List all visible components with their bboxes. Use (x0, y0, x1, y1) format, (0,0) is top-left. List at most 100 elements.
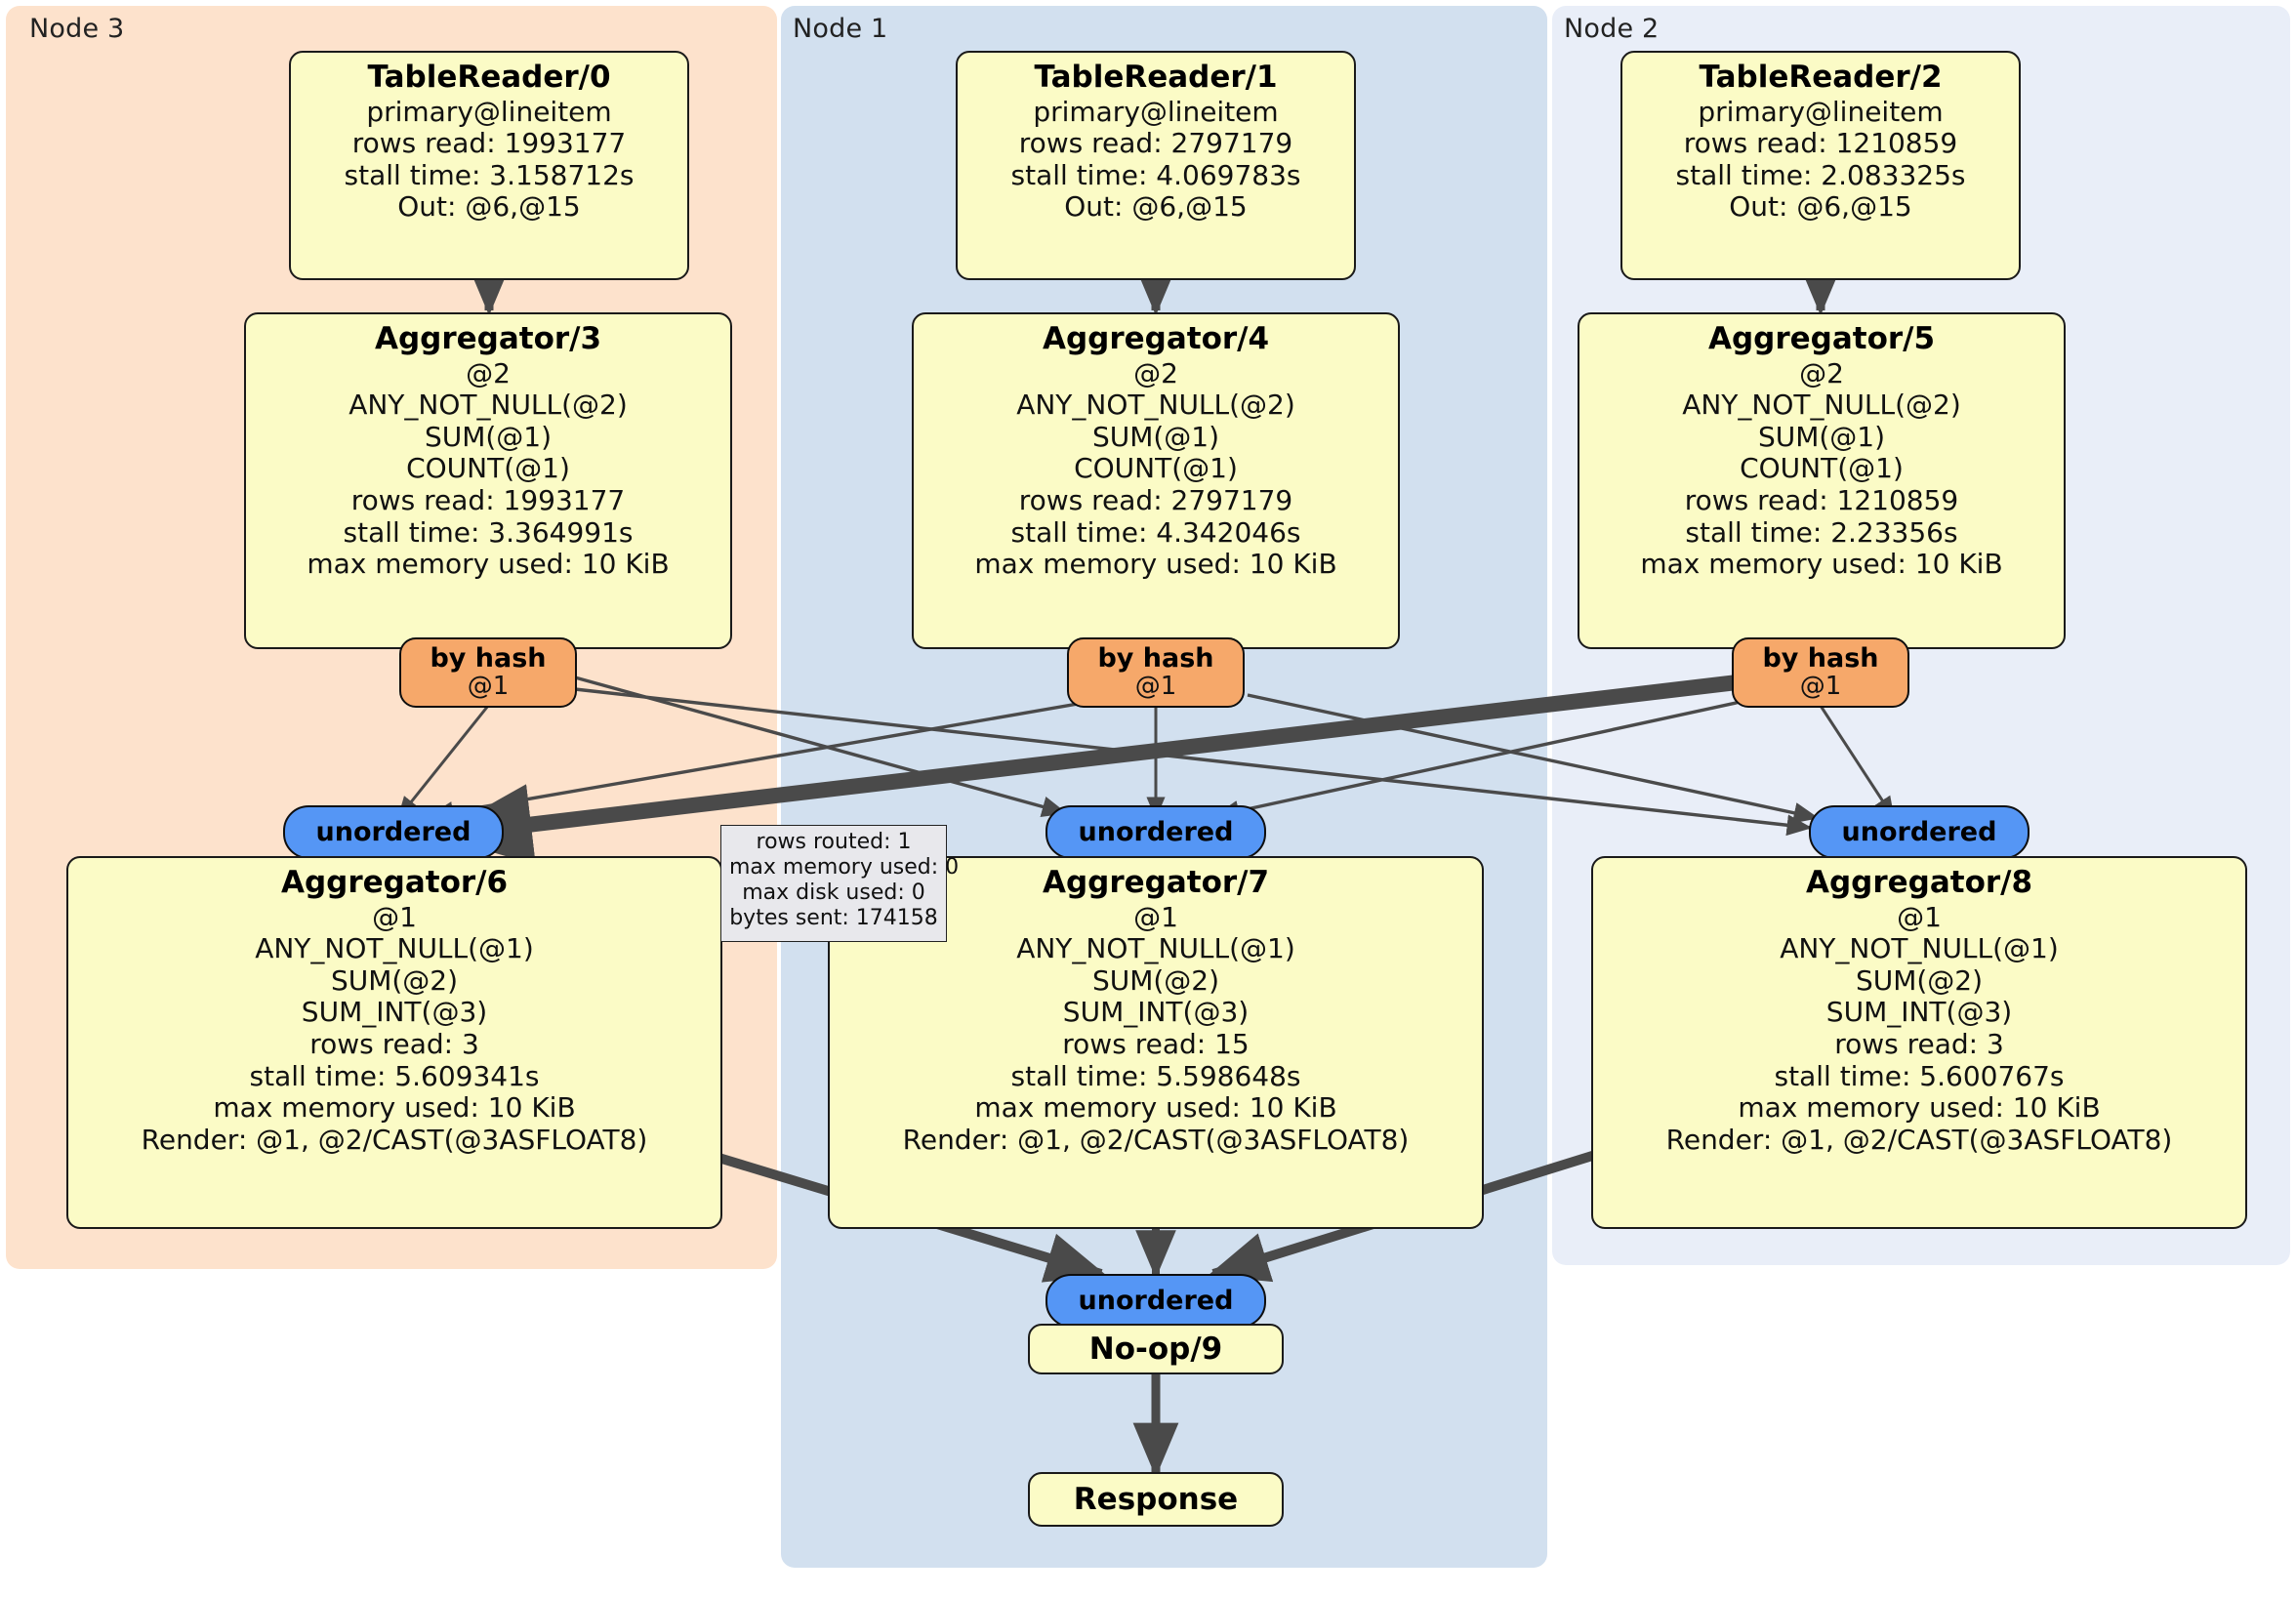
processor-agg-expr: ANY_NOT_NULL(@2) (348, 389, 628, 422)
processor-title: Aggregator/3 (374, 321, 602, 356)
router-column: @1 (1134, 672, 1177, 702)
processor-rows-read: rows read: 1210859 (1683, 127, 1958, 160)
processor-rows-read: rows read: 1993177 (350, 484, 626, 517)
router-by-hash-node-1[interactable]: by hash @1 (1067, 637, 1245, 708)
processor-agg-expr: ANY_NOT_NULL(@1) (1016, 932, 1295, 965)
processor-agg-expr: COUNT(@1) (1740, 452, 1904, 485)
processor-box-noop-9[interactable]: No-op/9 (1028, 1324, 1284, 1374)
stat-max-disk-used: max disk used: 0 (742, 880, 925, 905)
processor-render: Render: @1, @2/CAST(@3ASFLOAT8) (902, 1123, 1410, 1156)
processor-agg-expr: SUM_INT(@3) (1825, 996, 2013, 1029)
processor-agg-expr: ANY_NOT_NULL(@1) (1780, 932, 2059, 965)
processor-title: Aggregator/5 (1707, 321, 1936, 356)
router-label: by hash (430, 642, 547, 674)
processor-title: TableReader/0 (367, 60, 611, 95)
processor-group-cols: @2 (1799, 356, 1844, 389)
processor-stall-time: stall time: 2.083325s (1675, 158, 1966, 191)
router-column: @1 (1799, 672, 1842, 702)
processor-group-cols: @1 (372, 900, 417, 933)
processor-box-aggregator-4[interactable]: Aggregator/4 @2 ANY_NOT_NULL(@2) SUM(@1)… (912, 312, 1400, 649)
processor-box-aggregator-5[interactable]: Aggregator/5 @2 ANY_NOT_NULL(@2) SUM(@1)… (1578, 312, 2066, 649)
router-column: @1 (467, 672, 510, 702)
processor-stall-time: stall time: 4.069783s (1010, 158, 1301, 191)
processor-stall-time: stall time: 5.609341s (249, 1059, 540, 1092)
processor-box-response[interactable]: Response (1028, 1472, 1284, 1527)
stat-rows-routed: rows routed: 1 (756, 830, 912, 854)
processor-title: Aggregator/4 (1042, 321, 1270, 356)
processor-max-memory: max memory used: 10 KiB (1640, 548, 2003, 581)
processor-table: primary@lineitem (366, 95, 612, 128)
processor-table: primary@lineitem (1698, 95, 1944, 128)
processor-title: No-op/9 (1088, 1331, 1223, 1367)
processor-agg-expr: SUM_INT(@3) (1062, 996, 1250, 1029)
processor-max-memory: max memory used: 10 KiB (974, 548, 1337, 581)
processor-agg-expr: SUM(@1) (1091, 420, 1220, 453)
processor-title: TableReader/1 (1034, 60, 1278, 95)
processor-stall-time: stall time: 2.23356s (1685, 515, 1958, 549)
processor-rows-read: rows read: 3 (1834, 1028, 2004, 1061)
processor-agg-expr: ANY_NOT_NULL(@2) (1016, 389, 1295, 422)
processor-box-aggregator-3[interactable]: Aggregator/3 @2 ANY_NOT_NULL(@2) SUM(@1)… (244, 312, 732, 649)
processor-max-memory: max memory used: 10 KiB (307, 548, 670, 581)
processor-max-memory: max memory used: 10 KiB (213, 1091, 576, 1125)
processor-max-memory: max memory used: 10 KiB (1738, 1091, 2101, 1125)
router-label: unordered (1841, 817, 1997, 847)
processor-title: Aggregator/6 (280, 865, 509, 900)
processor-group-cols: @2 (466, 356, 511, 389)
processor-agg-expr: SUM(@2) (330, 963, 459, 997)
processor-rows-read: rows read: 3 (309, 1028, 479, 1061)
processor-box-tablereader-2[interactable]: TableReader/2 primary@lineitem rows read… (1620, 51, 2021, 280)
processor-group-cols: @1 (1133, 900, 1178, 933)
processor-group-cols: @1 (1897, 900, 1942, 933)
router-unordered-node-2[interactable]: unordered (1809, 805, 2030, 859)
processor-box-tablereader-1[interactable]: TableReader/1 primary@lineitem rows read… (956, 51, 1356, 280)
stream-stats-tooltip: rows routed: 1 max memory used: 0 max di… (720, 825, 960, 942)
router-label: by hash (1762, 642, 1879, 674)
router-unordered-node-1[interactable]: unordered (1046, 805, 1266, 859)
router-unordered-final[interactable]: unordered (1046, 1274, 1266, 1328)
processor-stall-time: stall time: 4.342046s (1010, 515, 1301, 549)
processor-group-cols: @2 (1133, 356, 1178, 389)
router-by-hash-node-3[interactable]: by hash @1 (399, 637, 577, 708)
processor-out-columns: Out: @6,@15 (1064, 190, 1248, 224)
processor-box-aggregator-8[interactable]: Aggregator/8 @1 ANY_NOT_NULL(@1) SUM(@2)… (1591, 856, 2247, 1229)
processor-agg-expr: COUNT(@1) (406, 452, 570, 485)
processor-stall-time: stall time: 3.364991s (343, 515, 634, 549)
processor-out-columns: Out: @6,@15 (1729, 190, 1912, 224)
processor-title: Aggregator/8 (1805, 865, 2033, 900)
processor-agg-expr: SUM(@2) (1091, 963, 1220, 997)
processor-render: Render: @1, @2/CAST(@3ASFLOAT8) (141, 1123, 648, 1156)
processor-title: Aggregator/7 (1042, 865, 1270, 900)
stat-bytes-sent: bytes sent: 174158 (729, 905, 938, 930)
processor-stall-time: stall time: 5.598648s (1010, 1059, 1301, 1092)
processor-agg-expr: SUM(@2) (1855, 963, 1984, 997)
router-by-hash-node-2[interactable]: by hash @1 (1732, 637, 1909, 708)
processor-rows-read: rows read: 2797179 (1018, 127, 1293, 160)
processor-render: Render: @1, @2/CAST(@3ASFLOAT8) (1665, 1123, 2173, 1156)
router-unordered-node-3[interactable]: unordered (283, 805, 504, 859)
processor-box-aggregator-6[interactable]: Aggregator/6 @1 ANY_NOT_NULL(@1) SUM(@2)… (66, 856, 722, 1229)
processor-out-columns: Out: @6,@15 (397, 190, 581, 224)
processor-box-tablereader-0[interactable]: TableReader/0 primary@lineitem rows read… (289, 51, 689, 280)
processor-agg-expr: ANY_NOT_NULL(@2) (1682, 389, 1961, 422)
processor-agg-expr: SUM_INT(@3) (301, 996, 488, 1029)
router-label: unordered (315, 817, 472, 847)
processor-stall-time: stall time: 5.600767s (1774, 1059, 2065, 1092)
processor-max-memory: max memory used: 10 KiB (974, 1091, 1337, 1125)
processor-agg-expr: ANY_NOT_NULL(@1) (255, 932, 534, 965)
processor-table: primary@lineitem (1033, 95, 1279, 128)
processor-rows-read: rows read: 2797179 (1018, 484, 1293, 517)
processor-title: Response (1073, 1481, 1239, 1517)
processor-rows-read: rows read: 15 (1062, 1028, 1250, 1061)
processor-agg-expr: SUM(@1) (424, 420, 553, 453)
router-label: by hash (1097, 642, 1214, 674)
stat-max-memory-used: max memory used: 0 (729, 854, 960, 880)
processor-agg-expr: SUM(@1) (1757, 420, 1886, 453)
processor-agg-expr: COUNT(@1) (1074, 452, 1238, 485)
processor-stall-time: stall time: 3.158712s (344, 158, 635, 191)
processor-rows-read: rows read: 1210859 (1684, 484, 1959, 517)
cluster-label-node-1: Node 1 (793, 14, 888, 44)
cluster-label-node-3: Node 3 (29, 14, 125, 44)
processor-rows-read: rows read: 1993177 (351, 127, 627, 160)
router-label: unordered (1078, 817, 1234, 847)
